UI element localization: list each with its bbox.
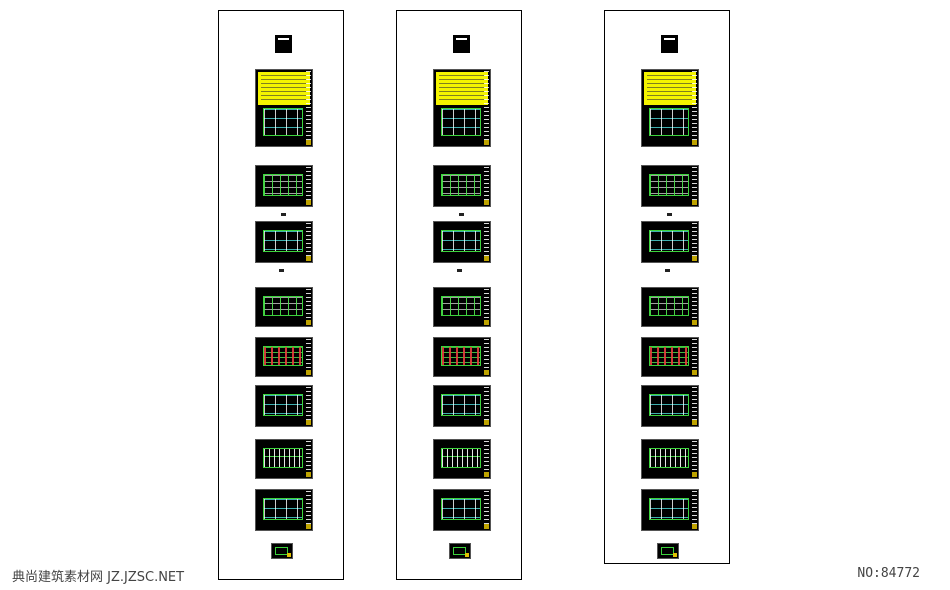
drawing-column-2: [396, 10, 522, 580]
sheet-section: [433, 385, 491, 427]
sheet-label: [279, 269, 284, 272]
sheet-floor-plan: [641, 287, 699, 327]
sheet-thumbnail: [271, 543, 293, 559]
sheet-label: [665, 269, 670, 272]
sheet-section: [641, 385, 699, 427]
sheet-stair-detail: [433, 489, 491, 531]
sheet-beam-plan: [433, 337, 491, 377]
sheet-thumbnail: [657, 543, 679, 559]
sheet-floor-plan: [255, 287, 313, 327]
cover-sheet: [453, 35, 470, 53]
sheet-section: [255, 385, 313, 427]
sheet-stair-detail: [255, 489, 313, 531]
sheet-label: [457, 269, 462, 272]
sheet-stair-detail: [641, 489, 699, 531]
cover-sheet: [661, 35, 678, 53]
site-watermark: 典尚建筑素材网 JZ.JZSC.NET: [12, 570, 185, 585]
sheet-beam-plan: [255, 337, 313, 377]
sheet-label: [281, 213, 286, 216]
column-title: [397, 17, 521, 25]
column-title: [219, 17, 343, 25]
sheet-label: [667, 213, 672, 216]
sheet-detail-plan: [255, 221, 313, 263]
asset-code: NO:84772: [857, 566, 920, 581]
sheet-index: [433, 69, 491, 147]
cover-sheet: [275, 35, 292, 53]
sheet-label: [459, 213, 464, 216]
drawing-column-1: [218, 10, 344, 580]
sheet-index: [641, 69, 699, 147]
sheet-beam-plan: [641, 337, 699, 377]
sheet-foundation-plan: [641, 165, 699, 207]
column-title: [605, 17, 729, 25]
sheet-foundation-plan: [433, 165, 491, 207]
sheet-index: [255, 69, 313, 147]
sheet-foundation-plan: [255, 165, 313, 207]
sheet-detail-plan: [433, 221, 491, 263]
sheet-elevation: [433, 439, 491, 479]
sheet-thumbnail: [449, 543, 471, 559]
sheet-elevation: [255, 439, 313, 479]
sheet-detail-plan: [641, 221, 699, 263]
sheet-elevation: [641, 439, 699, 479]
sheet-floor-plan: [433, 287, 491, 327]
drawing-column-3: [604, 10, 730, 564]
